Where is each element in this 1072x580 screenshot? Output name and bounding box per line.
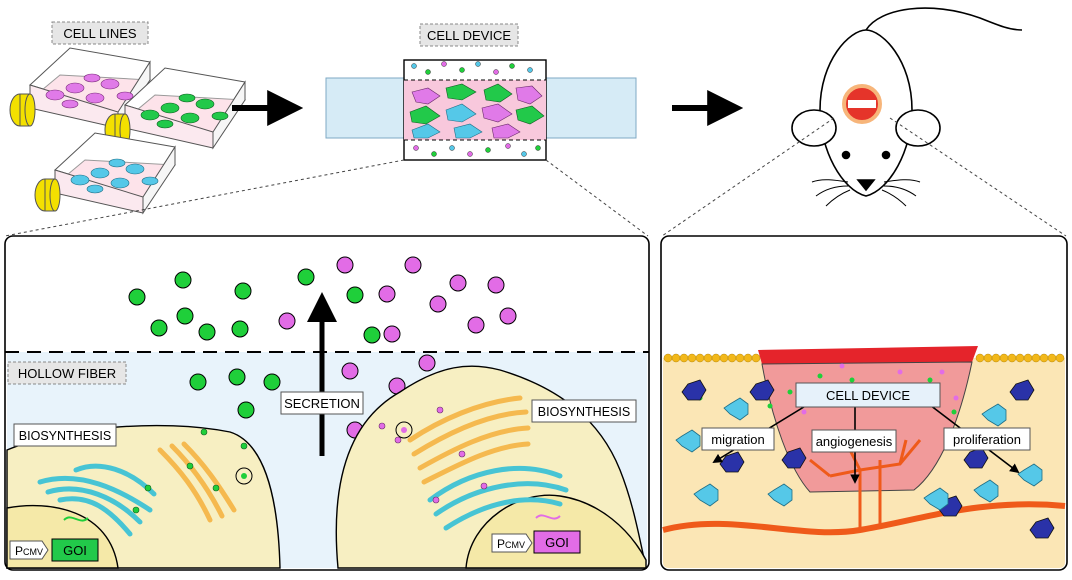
svg-text:CELL DEVICE: CELL DEVICE <box>826 388 910 403</box>
biosynthesis-right-label: BIOSYNTHESIS <box>531 399 637 423</box>
migration-label: migration <box>701 427 775 451</box>
svg-text:CELL DEVICE: CELL DEVICE <box>427 28 511 43</box>
promoter-left: PCMV <box>9 540 49 560</box>
biosynthesis-left-label: BIOSYNTHESIS <box>13 423 117 447</box>
svg-text:BIOSYNTHESIS: BIOSYNTHESIS <box>538 405 630 419</box>
svg-text:BIOSYNTHESIS: BIOSYNTHESIS <box>19 429 111 443</box>
goi-right: GOI <box>533 530 581 554</box>
flask-icon-green <box>104 67 247 150</box>
svg-text:GOI: GOI <box>545 535 569 550</box>
promoter-right: PCMV <box>491 533 533 553</box>
zoom-lines <box>4 117 1067 237</box>
producer-cell-left: BIOSYNTHESIS PCMV GOI <box>6 423 281 569</box>
goi-left: GOI <box>51 538 99 562</box>
svg-text:GOI: GOI <box>63 543 87 558</box>
flask-icon-pink <box>9 47 152 130</box>
cell-device-implant-label: CELL DEVICE <box>795 382 941 408</box>
svg-text:HOLLOW FIBER: HOLLOW FIBER <box>18 366 116 381</box>
producer-cell-right: BIOSYNTHESIS PCMV GOI <box>335 365 647 569</box>
secreted-particles <box>128 256 517 344</box>
proliferation-label: proliferation <box>943 427 1031 451</box>
svg-text:PCMV: PCMV <box>15 544 43 558</box>
svg-text:CELL LINES: CELL LINES <box>63 26 137 41</box>
angiogenesis-label: angiogenesis <box>811 429 897 453</box>
secretion-label: SECRETION <box>280 391 364 415</box>
mouse-icon <box>791 7 1023 207</box>
cell-device-label: CELL DEVICE <box>419 23 519 47</box>
flask-icon-blue <box>34 132 177 215</box>
svg-text:angiogenesis: angiogenesis <box>816 434 893 449</box>
svg-text:PCMV: PCMV <box>497 537 525 551</box>
hollow-fiber-tube <box>325 59 637 161</box>
svg-text:proliferation: proliferation <box>953 432 1021 447</box>
svg-text:migration: migration <box>711 432 764 447</box>
hollow-fiber-label: HOLLOW FIBER <box>7 361 127 385</box>
svg-text:SECRETION: SECRETION <box>284 396 360 411</box>
intracellular-particles <box>189 354 436 439</box>
cell-lines-label: CELL LINES <box>51 21 149 45</box>
immune-cells <box>675 379 1055 539</box>
